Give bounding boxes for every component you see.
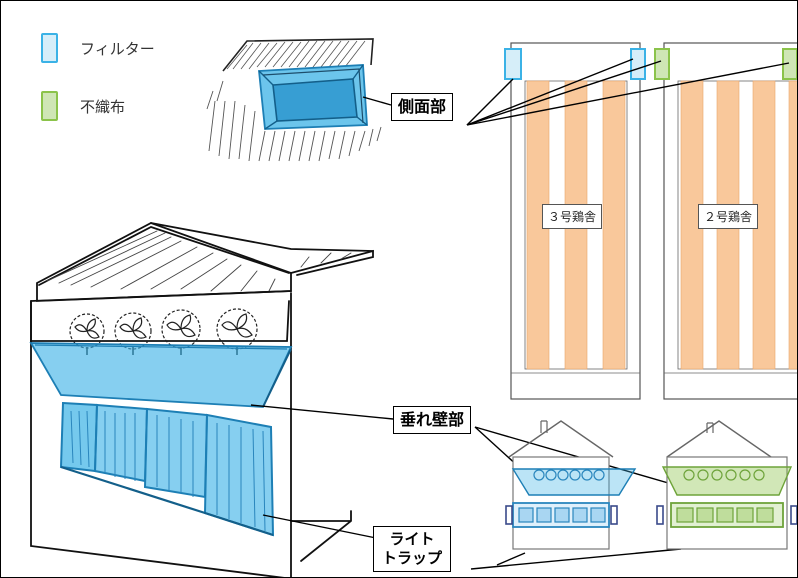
light-trap-leader-lines xyxy=(262,514,682,570)
side-vent-sketch xyxy=(206,38,382,162)
house-3-label: ３号鶏舎 xyxy=(542,204,603,229)
callout-light-trap: ライト トラップ xyxy=(373,526,452,572)
cage-row xyxy=(602,80,626,370)
callout-light-trap-line1: ライト xyxy=(389,530,435,548)
legend-filter-label: フィルター xyxy=(80,39,155,58)
callout-light-trap-line2: トラップ xyxy=(382,548,443,567)
legend-nonwoven: 不織布 xyxy=(41,91,125,121)
house-2-label: ２号鶏舎 xyxy=(698,204,759,229)
light-trap-panels xyxy=(59,401,275,537)
filter-swatch xyxy=(41,33,58,63)
cage-rows xyxy=(526,80,797,370)
house-icon-green xyxy=(656,420,797,550)
side-leader-lines xyxy=(362,58,790,126)
house-icon-blue xyxy=(505,420,637,550)
cage-row xyxy=(788,80,797,370)
building-sketch xyxy=(30,222,374,577)
plan-nonwoven-pad-left xyxy=(654,48,670,80)
legend-nonwoven-label: 不織布 xyxy=(80,97,126,116)
nonwoven-swatch xyxy=(41,91,58,121)
callout-hanging-wall: 垂れ壁部 xyxy=(393,406,472,434)
callout-side: 側面部 xyxy=(391,93,454,121)
hanging-wall-filter xyxy=(29,342,293,408)
legend-filter: フィルター xyxy=(41,33,155,63)
plan-filter-pad-right xyxy=(630,48,646,80)
plan-filter-pad-left xyxy=(504,48,522,80)
